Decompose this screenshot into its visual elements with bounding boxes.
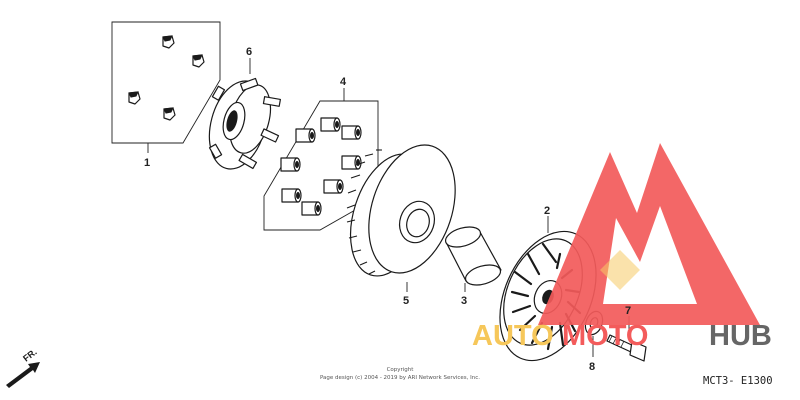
- copyright-line-1: Copyright: [387, 367, 415, 373]
- front-direction-label: FR.: [21, 347, 39, 364]
- callout-2: 2: [544, 205, 550, 217]
- part-7-bolt: [606, 316, 647, 362]
- part-3-collar: [444, 226, 502, 292]
- callout-6: 6: [246, 46, 252, 58]
- copyright-line-2: Page design (c) 2004 - 2019 by ARI Netwo…: [320, 375, 480, 381]
- callout-3: 3: [461, 295, 467, 307]
- watermark-logo: [538, 143, 760, 325]
- part-5-drive-face: [346, 144, 456, 292]
- callout-1: 1: [144, 157, 150, 169]
- watermark-hub: HUB: [709, 320, 772, 352]
- front-direction-arrow: [6, 362, 40, 388]
- part-1-sliders: [111, 21, 221, 153]
- diagram-code: MCT3- E1300: [703, 375, 773, 387]
- watermark-moto: MOTO: [562, 320, 648, 352]
- callout-8: 8: [589, 361, 595, 373]
- callout-4: 4: [340, 76, 347, 88]
- part-4-weight-rollers: [263, 88, 379, 231]
- part-6-ramp-plate: [208, 58, 281, 170]
- callout-5: 5: [403, 295, 409, 307]
- callout-7: 7: [625, 305, 631, 317]
- watermark-auto: AUTO: [472, 320, 554, 352]
